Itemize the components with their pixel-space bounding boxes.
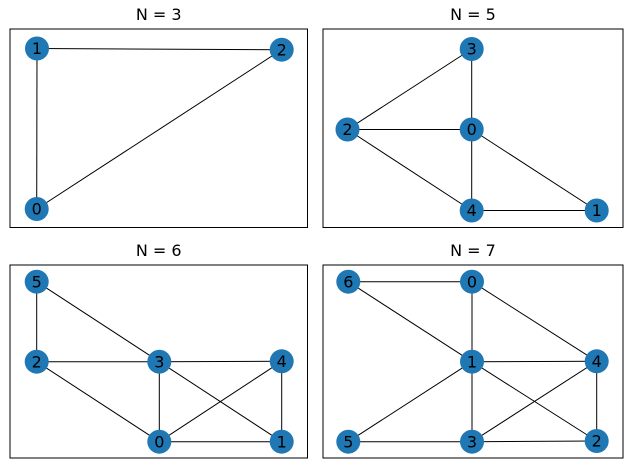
node-label: 0 xyxy=(154,432,164,451)
node-label: 2 xyxy=(592,432,602,451)
subplot-title: N = 6 xyxy=(136,241,182,260)
subplot-title: N = 5 xyxy=(450,5,496,24)
subplot-title: N = 3 xyxy=(136,5,182,24)
graph-edge xyxy=(348,282,472,362)
graph-edge xyxy=(348,362,472,442)
node-label: 0 xyxy=(467,272,477,291)
node-label: 5 xyxy=(32,272,42,291)
graph-edge xyxy=(472,441,597,442)
node-label: 1 xyxy=(592,201,602,220)
node-label: 0 xyxy=(467,120,477,139)
node-label: 6 xyxy=(343,272,353,291)
node-label: 0 xyxy=(32,200,42,219)
node-label: 2 xyxy=(342,120,352,139)
node-label: 2 xyxy=(277,40,287,59)
node-label: 4 xyxy=(467,201,477,220)
graph-edge xyxy=(472,130,597,211)
node-label: 4 xyxy=(277,352,287,371)
node-label: 3 xyxy=(154,352,164,371)
node-label: 4 xyxy=(592,352,602,371)
graph-edge xyxy=(348,49,472,130)
node-label: 2 xyxy=(32,352,42,371)
node-label: 3 xyxy=(467,432,477,451)
node-label: 1 xyxy=(277,432,287,451)
graph-edge xyxy=(37,362,160,442)
subplot-title: N = 7 xyxy=(450,241,496,260)
node-label: 3 xyxy=(467,40,477,59)
node-label: 5 xyxy=(343,432,353,451)
node-label: 1 xyxy=(467,352,477,371)
node-label: 1 xyxy=(32,39,42,58)
graph-edge xyxy=(37,50,282,209)
graph-edge xyxy=(472,282,597,362)
graph-edge xyxy=(348,130,472,211)
graph-edge xyxy=(37,282,160,362)
graph-edge xyxy=(37,49,282,50)
